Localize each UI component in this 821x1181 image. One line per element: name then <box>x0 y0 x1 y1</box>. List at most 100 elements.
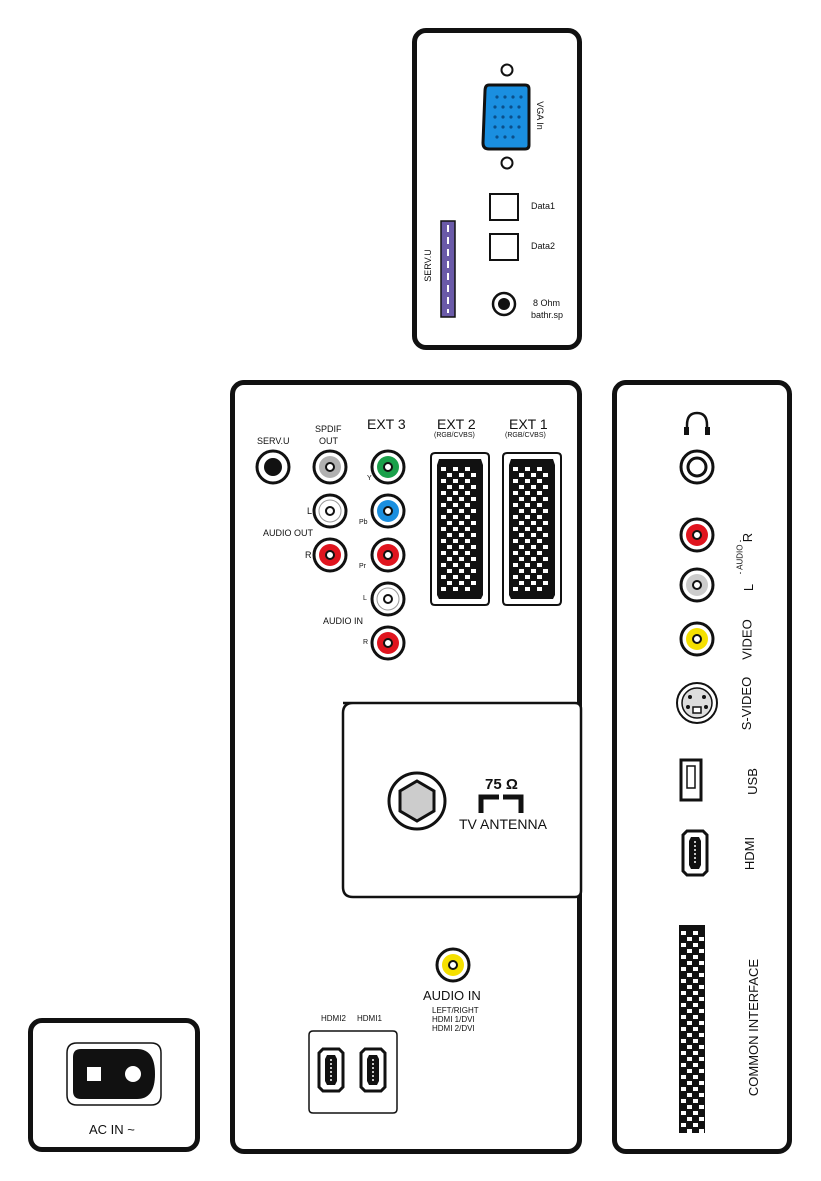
pin <box>687 1069 692 1073</box>
pin <box>519 497 524 501</box>
pin <box>531 569 536 573</box>
ext1-sub-label: (RGB/CVBS) <box>505 432 546 439</box>
vga-port-icon[interactable] <box>417 33 577 353</box>
pin <box>519 569 524 573</box>
pin <box>687 997 692 1001</box>
ext3-pr-jack[interactable] <box>370 537 406 573</box>
pin <box>465 479 470 483</box>
pin <box>441 503 446 507</box>
audio-out-r-jack[interactable] <box>312 537 348 573</box>
pin <box>525 479 530 483</box>
pin <box>537 551 542 555</box>
headphone-jack[interactable] <box>679 449 715 485</box>
data1-port[interactable] <box>489 193 519 221</box>
pin <box>513 479 518 483</box>
pin <box>681 1015 686 1019</box>
pin <box>453 527 458 531</box>
spdif-out-jack[interactable] <box>312 449 348 485</box>
audio-out-l-jack[interactable] <box>312 493 348 529</box>
pin <box>465 515 470 519</box>
pin <box>453 539 458 543</box>
pin <box>699 1021 704 1025</box>
pin <box>699 949 704 953</box>
pin <box>699 973 704 977</box>
antenna-module <box>341 701 583 899</box>
ext3-audio-r-jack[interactable] <box>370 625 406 661</box>
ext3-audio-l-jack[interactable] <box>370 581 406 617</box>
ext1-scart-port[interactable] <box>502 452 562 606</box>
data2-port[interactable] <box>489 233 519 261</box>
serv-jack-icon[interactable] <box>255 449 291 485</box>
pin <box>699 1045 704 1049</box>
side-hdmi-port-icon[interactable] <box>681 829 709 877</box>
pin <box>447 509 452 513</box>
pin <box>471 485 476 489</box>
pin <box>525 575 530 579</box>
side-audio-l-jack[interactable] <box>679 567 715 603</box>
pin <box>471 521 476 525</box>
hdmi2-port-icon[interactable] <box>317 1047 345 1093</box>
side-audio-r-jack[interactable] <box>679 517 715 553</box>
side-svideo-label: S-VIDEO <box>739 676 755 731</box>
svideo-port[interactable] <box>676 682 718 724</box>
pin <box>681 1075 686 1079</box>
pin <box>525 515 530 519</box>
audio-out-r-label: R <box>305 550 312 560</box>
ac-inlet-icon[interactable] <box>33 1023 203 1153</box>
hdmi2-label: HDMI2 <box>321 1014 346 1023</box>
hdmi1-port-icon[interactable] <box>359 1047 387 1093</box>
pin <box>441 515 446 519</box>
usb-port-icon[interactable] <box>679 758 703 802</box>
pin <box>465 527 470 531</box>
pin <box>687 1057 692 1061</box>
ext3-y-jack[interactable] <box>370 449 406 485</box>
side-audio-label: - AUDIO - <box>735 539 745 575</box>
pin <box>441 587 446 591</box>
serv-connector-icon[interactable] <box>440 220 461 318</box>
pin <box>513 563 518 567</box>
side-connectors <box>676 411 718 1133</box>
pin <box>519 557 524 561</box>
pin <box>471 533 476 537</box>
pin <box>693 1051 698 1055</box>
audio-out-l-label: L <box>307 506 313 516</box>
pin <box>453 575 458 579</box>
pin <box>519 509 524 513</box>
pin <box>543 509 548 513</box>
hdmi-block <box>308 1030 398 1114</box>
pin <box>453 467 458 471</box>
pin <box>453 491 458 495</box>
pin <box>687 937 692 941</box>
pin <box>681 967 686 971</box>
ext3-pb-jack[interactable] <box>370 493 406 529</box>
ext2-scart-port[interactable] <box>430 452 490 606</box>
pin <box>459 557 464 561</box>
pin <box>513 575 518 579</box>
pin <box>531 533 536 537</box>
audio-in-dvi-label: AUDIO IN <box>423 988 481 1003</box>
pin <box>447 545 452 549</box>
ci-label: COMMON INTERFACE <box>746 958 762 1097</box>
pin <box>465 539 470 543</box>
side-video-jack[interactable] <box>679 621 715 657</box>
pin <box>531 581 536 585</box>
pin <box>531 473 536 477</box>
pin <box>687 1045 692 1049</box>
speaker-jack-icon[interactable] <box>491 291 521 321</box>
common-interface-slot[interactable] <box>679 925 705 1133</box>
pin <box>513 515 518 519</box>
audio-in-dvi-jack[interactable] <box>435 947 471 983</box>
antenna-coax-icon[interactable] <box>387 771 447 831</box>
pin <box>681 931 686 935</box>
pin <box>699 1081 704 1085</box>
pin <box>513 467 518 471</box>
pin <box>537 587 542 591</box>
pin <box>531 485 536 489</box>
spdif-label: SPDIF <box>315 424 342 434</box>
pin <box>693 955 698 959</box>
top-connector-panel: VGA In Data1 Data2 SERV.U 8 Ohm bathr.sp <box>412 28 582 350</box>
pin <box>459 509 464 513</box>
pin <box>447 569 452 573</box>
pin <box>531 521 536 525</box>
pin <box>681 943 686 947</box>
